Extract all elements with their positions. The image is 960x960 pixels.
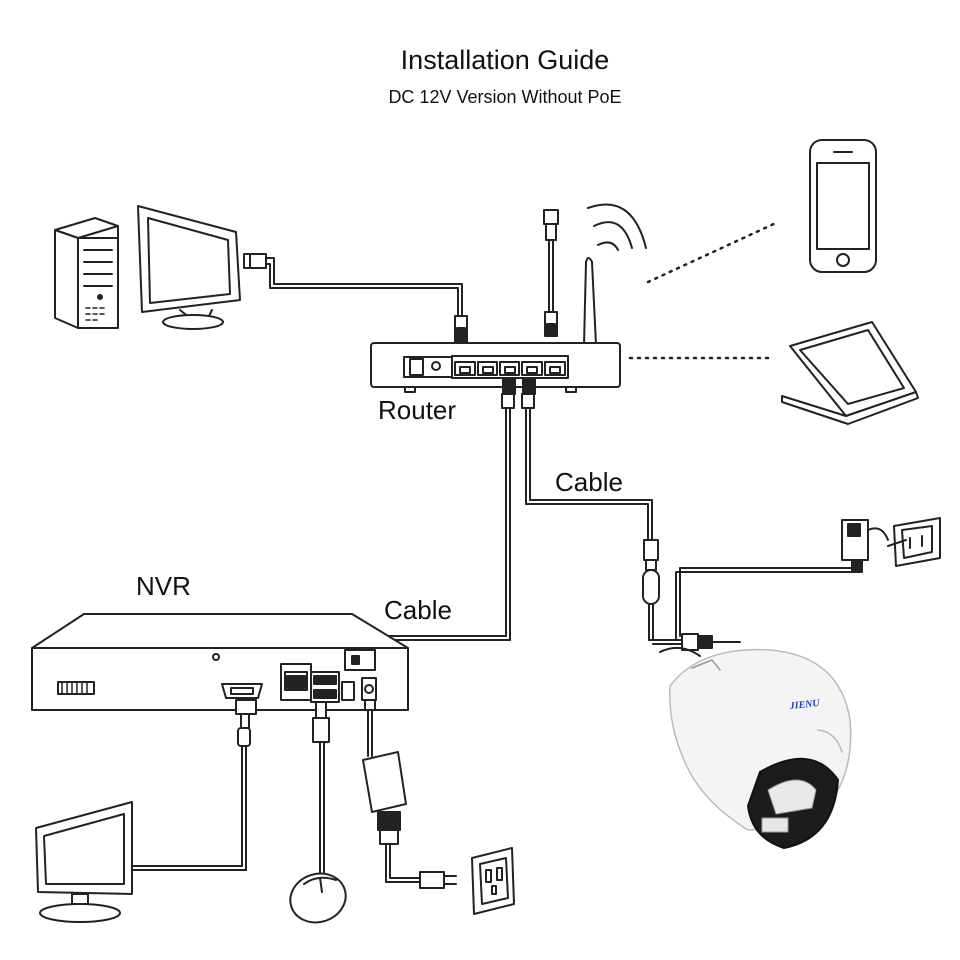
desktop-monitor-icon — [137, 205, 241, 330]
cable-label-lower: Cable — [384, 595, 452, 625]
pc-lan-cable — [243, 253, 468, 343]
nvr-recorder-icon — [31, 613, 409, 711]
page-subtitle: DC 12V Version Without PoE — [388, 87, 621, 107]
usb-mouse-cable — [312, 701, 330, 877]
desktop-tower-icon — [54, 217, 119, 329]
wall-outlet-icon — [471, 847, 515, 915]
vga-cable — [127, 699, 257, 871]
page-title: Installation Guide — [401, 45, 610, 75]
laptop-icon — [781, 321, 919, 425]
camera-power-adapter-icon — [675, 519, 889, 641]
router-label: Router — [378, 395, 456, 425]
cable-label-upper: Cable — [555, 467, 623, 497]
internet-cable — [543, 209, 559, 337]
mouse-icon — [289, 872, 347, 924]
power-adapter-icon — [362, 751, 457, 889]
camera-cable-connector — [659, 633, 741, 657]
camera-brand-logo: JIENU — [788, 698, 821, 712]
nvr-power-cable — [364, 699, 376, 757]
dome-camera-icon — [669, 648, 852, 849]
camera-wall-outlet-icon — [887, 517, 941, 567]
smartphone-icon — [809, 139, 877, 273]
wifi-link-phone — [646, 220, 780, 284]
monitor-icon — [35, 801, 133, 923]
nvr-label: NVR — [136, 571, 191, 601]
router-to-camera-cable — [521, 377, 683, 645]
router-icon — [370, 203, 647, 393]
